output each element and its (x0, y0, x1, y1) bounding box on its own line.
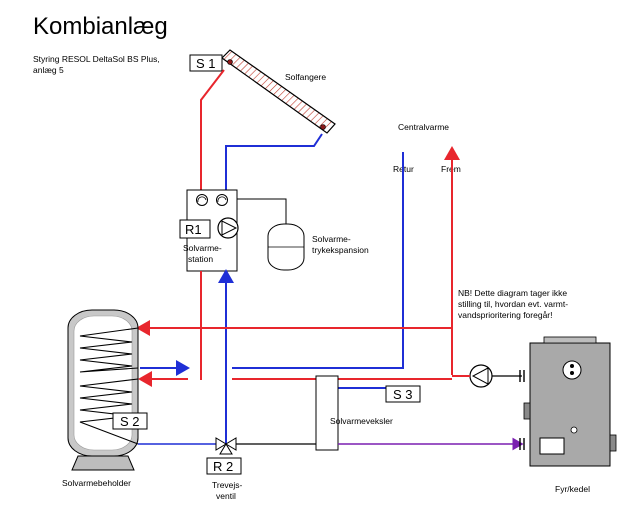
solfangere-label: Solfangere (285, 72, 326, 82)
r2-relay-box (206, 457, 242, 475)
station-gauge-icons (196, 194, 228, 206)
station-pump-icon (217, 217, 239, 239)
solvarmestation-label-2: station (188, 254, 213, 264)
trykekspansion-label-1: Solvarme- (312, 234, 351, 244)
retur-line (232, 152, 404, 369)
frem-label: Frem (441, 164, 461, 174)
s3-sensor-label: S 3 (393, 387, 413, 402)
solvarmeveksler-label: Solvarmeveksler (330, 416, 393, 426)
solvarmebeholder-tank (67, 309, 139, 471)
expansion-pipe (237, 198, 287, 224)
trevejsventil-icon (215, 437, 237, 455)
note-line-1: NB! Dette diagram tager ikke (458, 288, 567, 298)
solar-return-line (225, 133, 323, 190)
solvarmebeholder-label: Solvarmebeholder (62, 478, 131, 488)
s1-sensor-box (189, 54, 223, 72)
solvarmestation-label-1: Solvarme- (183, 243, 222, 253)
s2-sensor-label: S 2 (120, 414, 140, 429)
solar-flow-line (200, 69, 225, 190)
subtitle-line-2: anlæg 5 (33, 65, 64, 75)
solar-collector (221, 49, 336, 134)
r2-relay-label: R 2 (213, 459, 233, 474)
boiler-pump-icon (469, 364, 493, 388)
diagram-title: Kombianlæg (33, 13, 168, 40)
trykekspansion-label-2: trykekspansion (312, 245, 369, 255)
trevejsventil-label-1: Trevejs- (212, 480, 243, 490)
r1-relay-label: R1 (185, 222, 202, 237)
s3-sensor-box (385, 385, 421, 403)
fyr-kedel-boiler (523, 336, 617, 467)
solvarmeveksler-box (315, 375, 339, 451)
s1-sensor-label: S 1 (196, 56, 216, 71)
s2-sensor-box (112, 412, 148, 430)
centralvarme-label: Centralvarme (398, 122, 449, 132)
trevejsventil-label-2: ventil (216, 491, 236, 501)
note-line-3: vandsprioritering foregår! (458, 310, 553, 320)
r1-relay-box (179, 219, 211, 239)
note-line-2: stilling til, hvordan evt. varmt- (458, 299, 568, 309)
subtitle-line-1: Styring RESOL DeltaSol BS Plus, (33, 54, 160, 64)
fyr-kedel-label: Fyr/kedel (555, 484, 590, 494)
